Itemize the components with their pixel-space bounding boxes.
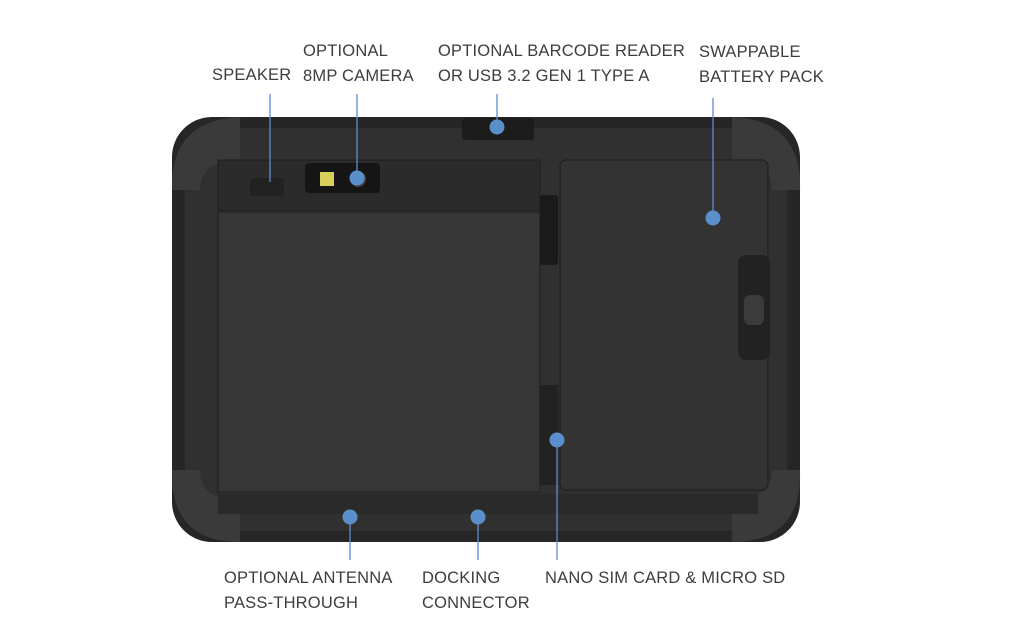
barcode-label-line2: OR USB 3.2 GEN 1 TYPE A (438, 67, 650, 85)
docking-label-line1: DOCKING (422, 569, 501, 587)
battery-marker (705, 210, 721, 226)
barcode-label-line1: OPTIONAL BARCODE READER (438, 42, 685, 60)
camera-label-line1: OPTIONAL (303, 42, 389, 60)
battery-latch (540, 195, 558, 265)
docking-marker (470, 509, 486, 525)
battery-pack (559, 159, 769, 491)
antenna-label: OPTIONAL ANTENNA PASS-THROUGH (224, 566, 393, 616)
antenna-label-line2: PASS-THROUGH (224, 594, 359, 612)
antenna-marker (342, 509, 358, 525)
docking-label-line2: CONNECTOR (422, 594, 530, 612)
battery-label-line1: SWAPPABLE (699, 43, 801, 61)
sim-label-text: NANO SIM CARD & MICRO SD (545, 569, 786, 587)
back-cover-panel (217, 211, 541, 493)
speaker-grille (250, 178, 284, 196)
corner-bumper (732, 117, 801, 190)
battery-label: SWAPPABLE BATTERY PACK (699, 40, 824, 90)
antenna-label-line1: OPTIONAL ANTENNA (224, 569, 393, 587)
camera-label-line2: 8MP CAMERA (303, 67, 414, 85)
battery-label-line2: BATTERY PACK (699, 68, 824, 86)
corner-bumper (732, 470, 801, 542)
camera-module (305, 163, 380, 193)
corner-bumper (171, 117, 240, 190)
speaker-label: SPEAKER (212, 63, 291, 88)
docking-label: DOCKING CONNECTOR (422, 566, 530, 616)
sim-label: NANO SIM CARD & MICRO SD (545, 566, 785, 591)
speaker-label-text: SPEAKER (212, 66, 292, 84)
corner-bumper (171, 470, 240, 542)
barcode-marker (489, 119, 505, 135)
camera-marker (349, 170, 365, 186)
barcode-label: OPTIONAL BARCODE READER OR USB 3.2 GEN 1… (438, 39, 685, 89)
sim-marker (549, 432, 565, 448)
camera-label: OPTIONAL 8MP CAMERA (303, 39, 414, 89)
